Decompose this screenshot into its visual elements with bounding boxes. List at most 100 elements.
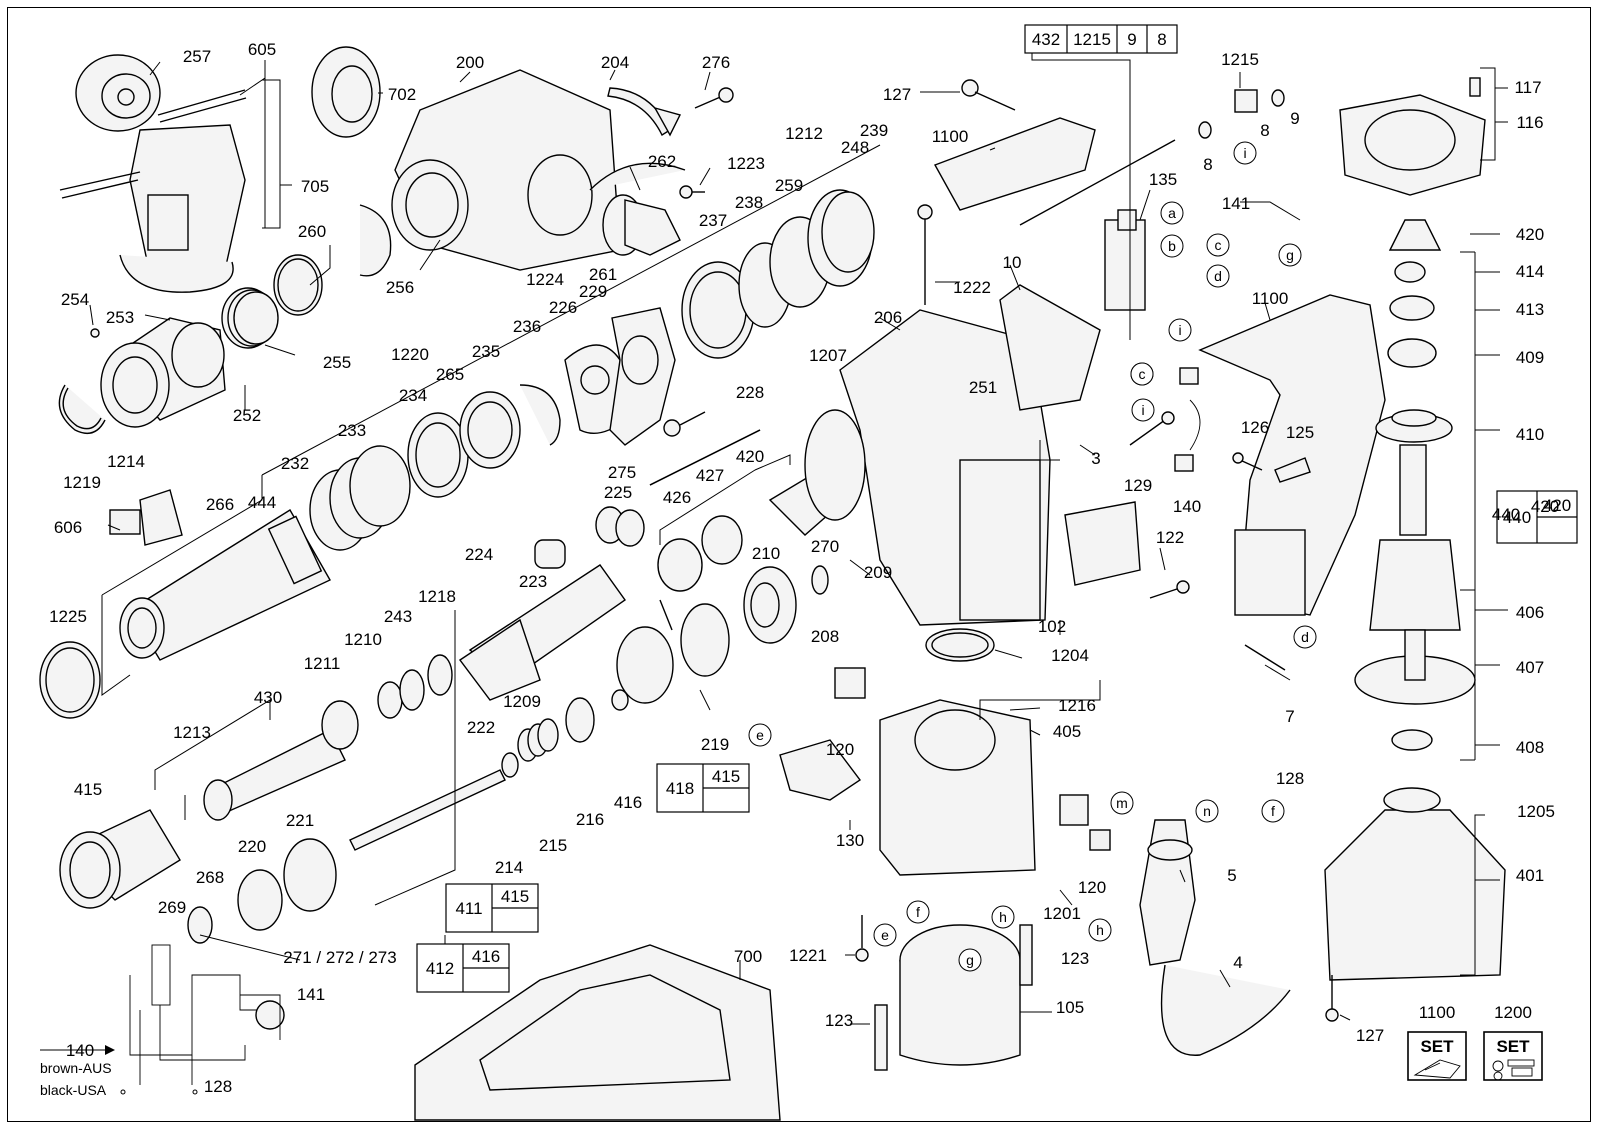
part-label-p123b: 123 [825, 1011, 853, 1030]
spindle-430 [203, 700, 359, 821]
screw-122 [1149, 580, 1190, 599]
part-label-p126: 126 [1241, 418, 1269, 437]
screw-127 [961, 79, 1016, 111]
gear-235 [459, 391, 521, 469]
screw-129-126-125 [1129, 411, 1311, 483]
rings-225-426-427 [595, 506, 743, 592]
part-label-p254: 254 [61, 290, 89, 309]
part-label-p1200: 1200 [1494, 1003, 1532, 1022]
part-label-p127b: 127 [1356, 1026, 1384, 1045]
marker-circle-mf1 [1261, 799, 1285, 823]
part-label-p414: 414 [1516, 262, 1544, 281]
part-label-p128b: 128 [204, 1077, 232, 1096]
ring-236 [519, 384, 561, 446]
marker-circle-mi2 [1131, 398, 1155, 422]
part-label-p9: 9 [1290, 109, 1299, 128]
part-label-p269: 269 [158, 898, 186, 917]
part-label-p1100b: 1100 [1252, 289, 1289, 308]
marker-circle-md2 [1293, 625, 1317, 649]
tie-rod [1019, 139, 1176, 226]
set-badge-1200-text: SET [1496, 1037, 1530, 1056]
part-label-p1224: 1224 [526, 270, 564, 289]
nut-1215-washers [1198, 89, 1285, 139]
spring-255 [221, 287, 279, 349]
part-label-p702: 702 [388, 85, 416, 104]
part-label-p408: 408 [1516, 738, 1544, 757]
part-label-p5: 5 [1227, 866, 1236, 885]
marker-circle-mi3 [1233, 141, 1257, 165]
marker-label-mc3: c [1139, 366, 1146, 382]
part-label-p1207: 1207 [809, 346, 847, 365]
part-label-p440: 440 [1492, 505, 1520, 524]
bracket-229 [609, 307, 676, 446]
screw-127b [1325, 975, 1339, 1022]
gears-220-221 [187, 838, 337, 944]
marker-label-mh1: h [1096, 922, 1104, 938]
part-label-p7: 7 [1285, 707, 1294, 726]
part-label-p420a: 420 [1516, 225, 1544, 244]
part-label-p1218: 1218 [418, 587, 456, 606]
part-label-p406: 406 [1516, 603, 1544, 622]
wiring-note-black: black-USA [40, 1082, 107, 1098]
bevel-gear-420 [1388, 219, 1442, 251]
part-label-p605: 605 [248, 40, 276, 59]
part-label-p229: 229 [579, 282, 607, 301]
part-label-p705: 705 [301, 177, 329, 196]
carry-case-700 [414, 944, 781, 1121]
part-label-p1214: 1214 [107, 452, 145, 471]
cover-102 [1064, 501, 1141, 586]
part-label-p1205: 1205 [1517, 802, 1555, 821]
marker-circle-mb [1160, 234, 1184, 258]
part-label-p1210: 1210 [344, 630, 382, 649]
marker-circle-mc1 [1206, 233, 1230, 257]
marker-circle-mh2 [991, 905, 1015, 929]
set-badge-1200: SET [1483, 1031, 1543, 1081]
chuck-606 [109, 489, 183, 546]
gear-cover-116 [1339, 77, 1486, 196]
set-badge-1100: SET [1407, 1031, 1467, 1081]
part-label-p225: 225 [604, 483, 632, 502]
part-label-p426: 426 [663, 488, 691, 507]
brush-holders-140 [1174, 367, 1201, 472]
motor-housing-206 [804, 309, 1051, 626]
gear-housing-200 [391, 69, 621, 271]
group-box-cell: 415 [712, 767, 740, 786]
part-label-p209: 209 [864, 563, 892, 582]
impact-spring-233 [309, 412, 469, 551]
part-label-p130: 130 [836, 831, 864, 850]
part-label-p204: 204 [601, 53, 629, 72]
part-label-p105: 105 [1056, 998, 1084, 1017]
bearing-408 [1391, 729, 1433, 751]
part-label-p135: 135 [1149, 170, 1177, 189]
part-label-p275: 275 [608, 463, 636, 482]
group-box-cell: 415 [501, 887, 529, 906]
terminal-block-1216 [1234, 529, 1306, 616]
part-label-p430: 430 [254, 688, 282, 707]
part-label-p420c: 420 [1531, 497, 1559, 516]
screw-1223 [679, 185, 705, 199]
part-label-p1225: 1225 [49, 607, 87, 626]
part-label-p215: 215 [539, 836, 567, 855]
part-label-p1100c: 1100 [1419, 1003, 1456, 1022]
dust-cap-702 [311, 46, 381, 138]
motor-cover-401 [1324, 787, 1506, 981]
field-housing-405 [879, 699, 1036, 876]
part-label-p407: 407 [1516, 658, 1544, 677]
part-label-p8a: 8 [1260, 121, 1269, 140]
part-label-p1211: 1211 [304, 654, 341, 673]
bearing-414-413-409 [1387, 261, 1437, 368]
part-label-p117: 117 [1514, 78, 1541, 97]
marker-label-mc1: c [1215, 237, 1222, 253]
cable-grommet-5 [1139, 819, 1196, 966]
marker-circle-mc3 [1130, 362, 1154, 386]
screw-1221 [855, 915, 869, 962]
part-label-p1219: 1219 [63, 473, 101, 492]
part-label-p123a: 123 [1061, 949, 1089, 968]
group-box-cell: 440 [1503, 508, 1531, 527]
part-label-p1216: 1216 [1058, 696, 1096, 715]
diagram-frame [7, 7, 1591, 1122]
part-label-p444: 444 [248, 493, 276, 512]
marker-label-mg1: g [1286, 247, 1294, 263]
